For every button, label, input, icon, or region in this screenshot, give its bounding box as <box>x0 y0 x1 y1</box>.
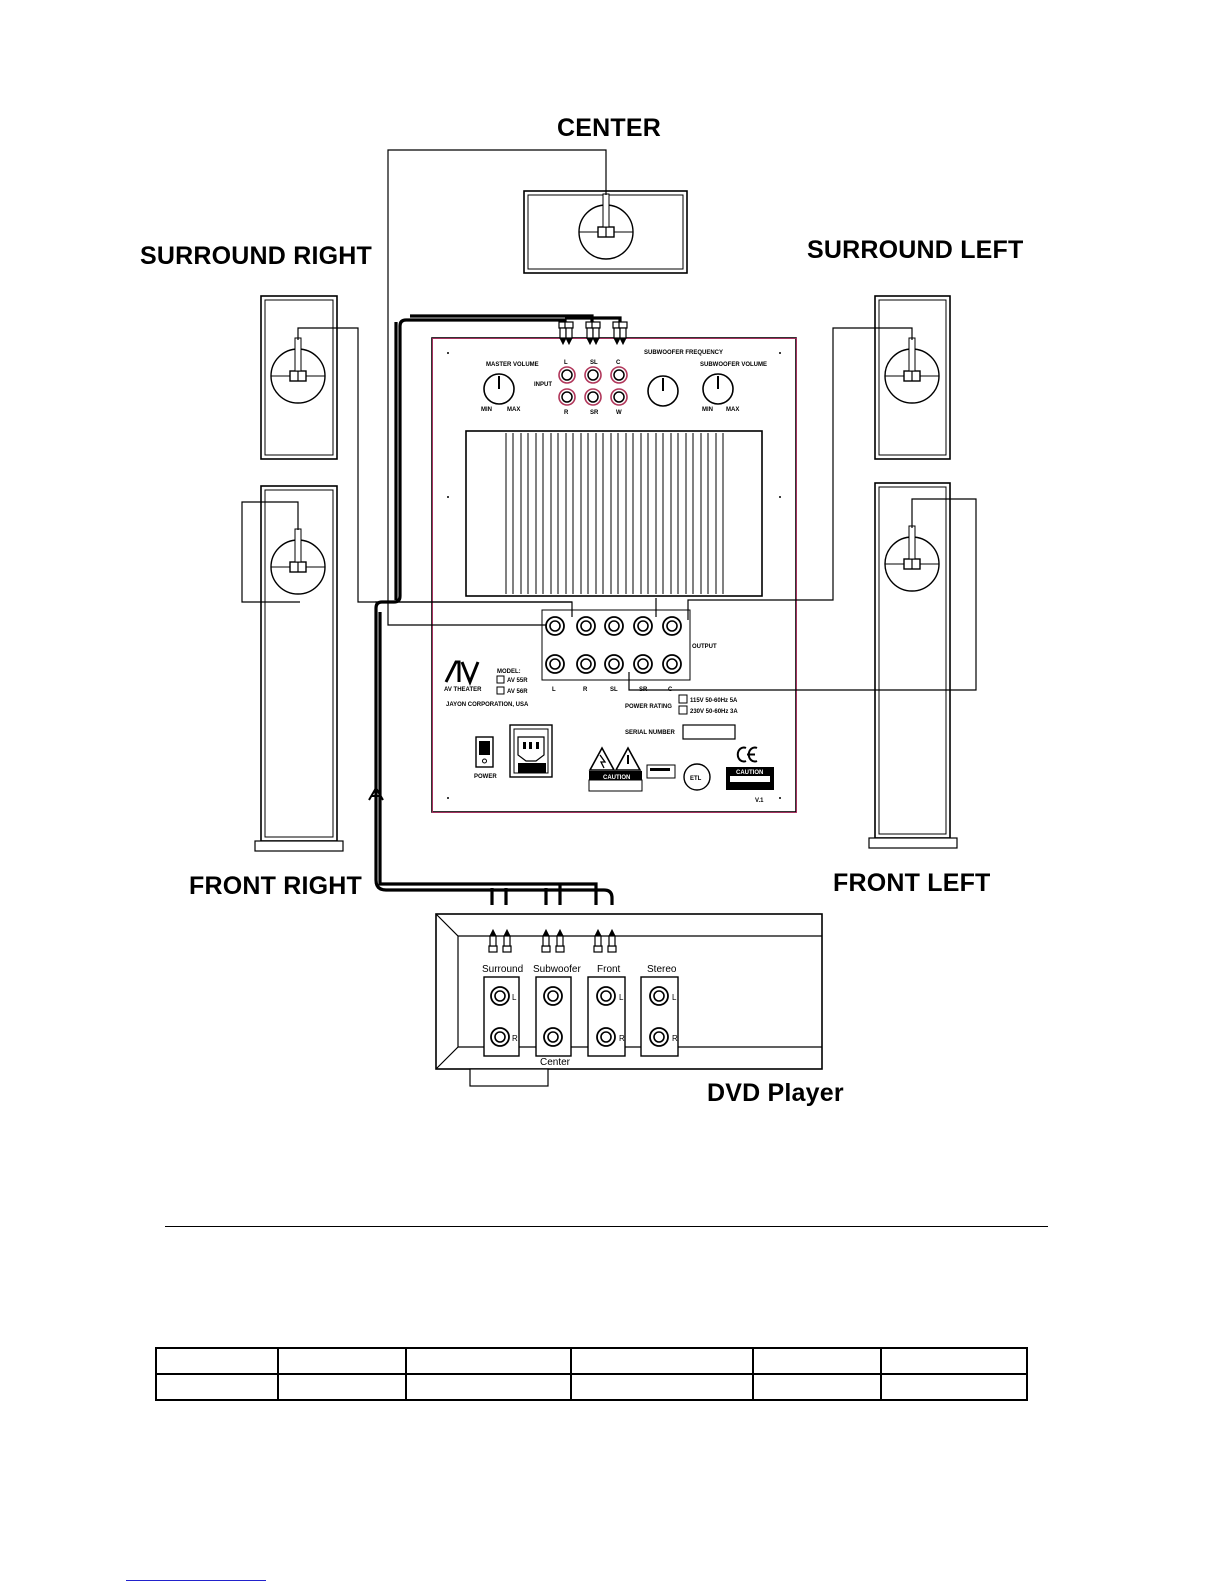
dvd-surround-l: L <box>512 993 517 1002</box>
output-jack-c: C <box>668 687 673 693</box>
table-cell <box>570 1373 754 1401</box>
model-option-1: AV 55R <box>507 678 528 684</box>
table-cell <box>155 1373 279 1401</box>
subwoofer-volume-max: MAX <box>726 407 739 413</box>
master-volume-label: MASTER VOLUME <box>486 362 539 368</box>
table-cell <box>752 1347 882 1375</box>
input-jack-l: L <box>564 360 568 366</box>
input-jack-sl: SL <box>590 360 598 366</box>
serial-number-label: SERIAL NUMBER <box>625 730 676 736</box>
front-right-label: FRONT RIGHT <box>189 872 363 900</box>
input-jack-w: W <box>616 410 622 416</box>
table-cell <box>405 1347 572 1375</box>
cable-connector-icon <box>368 786 384 801</box>
table-cell <box>277 1347 407 1375</box>
surround-left-speaker <box>874 295 951 460</box>
dvd-group-front: Front <box>597 964 621 975</box>
output-label: OUTPUT <box>692 644 717 650</box>
input-jack-c: C <box>616 360 621 366</box>
version-label: V.1 <box>755 798 764 804</box>
table-cell <box>880 1347 1028 1375</box>
table-cell <box>405 1373 572 1401</box>
master-volume-max: MAX <box>507 407 520 413</box>
front-left-label: FRONT LEFT <box>833 869 991 897</box>
blank-table <box>155 1347 1028 1401</box>
bottom-link-underline[interactable] <box>126 1580 266 1581</box>
model-option-2: AV 56R <box>507 689 528 695</box>
etl-mark: ETL <box>690 776 702 782</box>
center-speaker <box>523 190 688 274</box>
input-jack-r: R <box>564 410 569 416</box>
power-option-2: 230V 50-60Hz 3A <box>690 709 738 715</box>
input-label: INPUT <box>534 382 552 388</box>
power-label: POWER <box>474 774 497 780</box>
caution-label-right: CAUTION <box>736 770 763 776</box>
table-cell <box>570 1347 754 1375</box>
company-name: JAYON CORPORATION, USA <box>446 702 529 708</box>
subwoofer-panel-text: MASTER VOLUME MIN MAX INPUT L SL C R SR … <box>444 350 767 804</box>
table-cell <box>752 1373 882 1401</box>
dvd-stereo-l: L <box>672 993 677 1002</box>
dvd-player <box>435 913 823 1087</box>
caution-label: CAUTION <box>603 775 630 781</box>
dvd-center-label: Center <box>540 1057 571 1068</box>
output-jack-r: R <box>583 687 588 693</box>
dvd-front-r: R <box>619 1034 625 1043</box>
output-jack-sr: SR <box>639 687 648 693</box>
center-speaker-label: CENTER <box>557 114 661 142</box>
front-right-speaker <box>254 485 344 852</box>
surround-right-speaker <box>260 295 338 460</box>
front-left-speaker <box>868 482 958 849</box>
rca-cable <box>374 314 622 905</box>
table-row <box>155 1373 1028 1401</box>
subwoofer-volume-label: SUBWOOFER VOLUME <box>700 362 767 368</box>
table-cell <box>155 1347 279 1375</box>
input-jack-sr: SR <box>590 410 599 416</box>
dvd-group-stereo: Stereo <box>647 964 677 975</box>
speaker-wires <box>241 149 977 691</box>
subwoofer-panel <box>431 337 797 813</box>
horizontal-rule <box>165 1226 1048 1227</box>
output-jack-l: L <box>552 687 556 693</box>
dvd-player-label: DVD Player <box>707 1079 844 1107</box>
master-volume-min: MIN <box>481 407 492 413</box>
dvd-group-surround: Surround <box>482 964 523 975</box>
subwoofer-volume-min: MIN <box>702 407 713 413</box>
subwoofer-frequency-label: SUBWOOFER FREQUENCY <box>644 350 723 356</box>
dvd-group-subwoofer: Subwoofer <box>533 964 581 975</box>
dvd-panel-text: Surround Subwoofer Front Stereo L R L R … <box>482 964 678 1068</box>
model-label: MODEL: <box>497 669 521 675</box>
output-jack-sl: SL <box>610 687 618 693</box>
surround-right-label: SURROUND RIGHT <box>140 242 372 270</box>
dvd-stereo-r: R <box>672 1034 678 1043</box>
table-cell <box>277 1373 407 1401</box>
table-cell <box>880 1373 1028 1401</box>
dvd-front-l: L <box>619 993 624 1002</box>
power-option-1: 115V 50-60Hz 5A <box>690 698 738 704</box>
power-rating-label: POWER RATING <box>625 704 672 710</box>
surround-left-label: SURROUND LEFT <box>807 236 1024 264</box>
dvd-surround-r: R <box>512 1034 518 1043</box>
table-row <box>155 1347 1028 1375</box>
av-theater-logo: AV THEATER <box>444 687 482 693</box>
